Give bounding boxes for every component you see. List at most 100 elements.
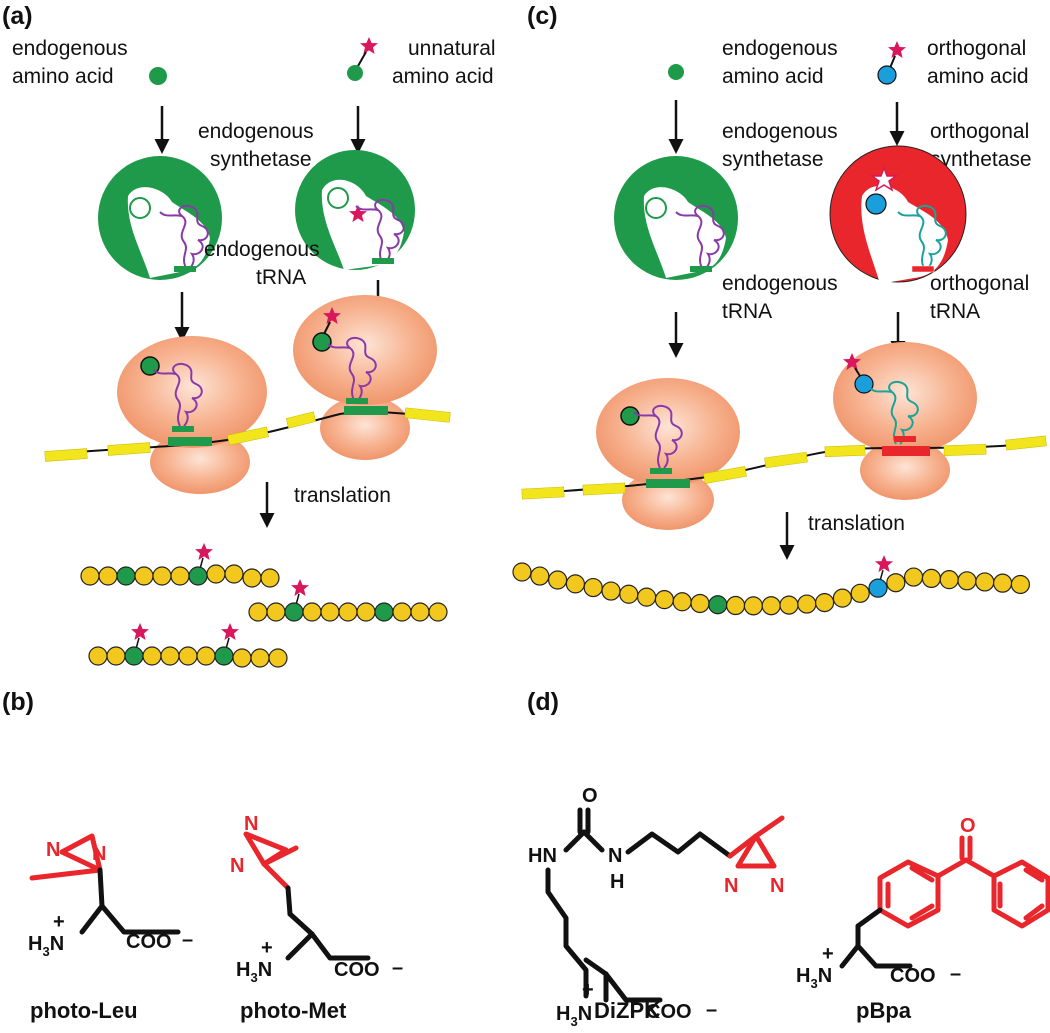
endogenous-trna-label-line1: endogenous bbox=[204, 238, 320, 261]
endogenous-trna-label-line2: tRNA bbox=[722, 300, 772, 323]
unnatural-amino-acid-label-line1: unnatural bbox=[408, 37, 496, 60]
amino-acid-bead bbox=[565, 574, 586, 594]
amino-acid-bead bbox=[302, 602, 322, 622]
unnatural-amino-acid-label-line2: amino acid bbox=[392, 65, 494, 88]
synthetase-icon bbox=[98, 156, 222, 280]
ammonium-label: H3N bbox=[556, 1003, 592, 1029]
amino-acid-bead bbox=[761, 596, 781, 616]
amino-acid-bead bbox=[392, 602, 412, 622]
amino-acid-bead bbox=[797, 594, 817, 614]
svg-text:COO: COO bbox=[334, 959, 380, 981]
amino-acid-bead bbox=[708, 595, 728, 615]
amino-acid-bead bbox=[886, 573, 906, 593]
amino-acid-bead bbox=[170, 566, 190, 586]
endogenous-amino-acid-label-line2: amino acid bbox=[12, 65, 114, 88]
amino-acid-bead bbox=[196, 646, 216, 666]
svg-text:COO: COO bbox=[890, 965, 936, 987]
panel-label-a: (a) bbox=[2, 2, 33, 30]
amino-acid-bead bbox=[939, 570, 959, 590]
svg-text:+: + bbox=[53, 911, 65, 933]
ammonium-label: H3N bbox=[28, 933, 64, 959]
amino-acid-bead bbox=[142, 646, 162, 666]
endogenous-synthetase-label-line2: synthetase bbox=[722, 148, 824, 171]
amino-acid-bead bbox=[672, 592, 692, 612]
amino-acid-bead bbox=[601, 581, 621, 601]
amino-acid-bead bbox=[160, 646, 180, 666]
orthogonal-synthetase-icon bbox=[829, 145, 967, 284]
amino-acid-bead bbox=[320, 602, 340, 622]
amino-acid-bead bbox=[224, 564, 244, 584]
svg-text:+: + bbox=[822, 943, 834, 965]
star-icon bbox=[875, 555, 893, 573]
amino-acid-bead bbox=[338, 602, 358, 622]
svg-text:–: – bbox=[706, 999, 717, 1021]
orthogonal-synthetase-label-line2: synthetase bbox=[930, 148, 1032, 171]
amino-acid-bead bbox=[903, 567, 924, 587]
svg-text:HN: HN bbox=[528, 845, 557, 867]
dizpk-name: DiZPK bbox=[594, 998, 660, 1023]
svg-text:COO: COO bbox=[646, 1001, 692, 1023]
panel-c: endogenous amino acid orthogonal amino a… bbox=[512, 37, 1047, 616]
svg-text:O: O bbox=[582, 785, 598, 807]
svg-text:–: – bbox=[182, 929, 193, 951]
ribosome-icon bbox=[293, 295, 437, 460]
dizpk-structure: O HN N H N N H3N + COO – bbox=[528, 785, 785, 1029]
synthetase-icon bbox=[295, 150, 415, 270]
panel-label-c: (c) bbox=[527, 2, 558, 30]
amino-acid-bead bbox=[992, 573, 1013, 593]
endogenous-amino-acid-ball bbox=[668, 64, 684, 80]
ribosome-icon bbox=[117, 336, 267, 494]
amino-acid-bead bbox=[779, 595, 799, 615]
svg-text:N: N bbox=[724, 875, 738, 897]
endogenous-amino-acid-label-line1: endogenous bbox=[722, 37, 838, 60]
amino-acid-bead bbox=[152, 566, 172, 586]
panel-a: endogenous amino acid unnatural amino ac… bbox=[12, 37, 496, 668]
panel-label-d: (d) bbox=[527, 688, 559, 716]
amino-acid-bead bbox=[266, 602, 286, 622]
svg-text:–: – bbox=[950, 963, 961, 985]
codon-green bbox=[344, 406, 388, 415]
star-icon bbox=[291, 579, 309, 596]
amino-acid-bead bbox=[547, 570, 568, 590]
photo-leu-name: photo-Leu bbox=[30, 998, 138, 1023]
amino-acid-bead bbox=[654, 590, 675, 610]
amino-acid-bead bbox=[232, 648, 252, 668]
star-icon bbox=[221, 623, 239, 640]
amino-acid-bead bbox=[80, 566, 100, 586]
orthogonal-synthetase-label-line1: orthogonal bbox=[930, 120, 1029, 143]
amino-acid-bead bbox=[206, 564, 226, 584]
codon-red bbox=[882, 446, 930, 456]
orthogonal-trna-label-line2: tRNA bbox=[930, 300, 980, 323]
amino-acid-bead bbox=[284, 602, 304, 622]
ammonium-label: H3N bbox=[236, 959, 272, 985]
amino-acid-bead bbox=[248, 602, 268, 622]
amino-acid-bead bbox=[690, 593, 710, 614]
mrna-codons bbox=[521, 435, 1047, 500]
amino-acid-bead bbox=[124, 646, 144, 666]
orthogonal-amino-acid-ball bbox=[877, 65, 897, 85]
svg-text:+: + bbox=[261, 937, 273, 959]
orthogonal-amino-acid-label-line2: amino acid bbox=[927, 65, 1029, 88]
ammonium-label: H3N bbox=[796, 965, 832, 991]
amino-acid-bead bbox=[957, 571, 977, 591]
amino-acid-bead bbox=[134, 566, 154, 586]
orthogonal-amino-acid-label-line1: orthogonal bbox=[927, 37, 1026, 60]
synthetase-icon bbox=[614, 156, 738, 280]
amino-acid-bead bbox=[188, 566, 208, 586]
pbpa-structure: O H3N + COO – bbox=[796, 815, 1050, 991]
endogenous-trna-label-line1: endogenous bbox=[722, 272, 838, 295]
endogenous-synthetase-label-line1: endogenous bbox=[722, 120, 838, 143]
amino-acid-bead bbox=[214, 646, 234, 666]
amino-acid-bead bbox=[1010, 574, 1031, 595]
amino-acid-bead bbox=[921, 568, 942, 589]
unnatural-amino-acid-ball bbox=[347, 65, 363, 81]
translation-label: translation bbox=[808, 512, 905, 535]
svg-text:N: N bbox=[770, 875, 784, 897]
orthogonal-trna-label-line1: orthogonal bbox=[930, 272, 1029, 295]
pbpa-name: pBpa bbox=[856, 998, 912, 1023]
endogenous-amino-acid-label-line1: endogenous bbox=[12, 37, 128, 60]
svg-text:N: N bbox=[92, 843, 106, 865]
amino-acid-bead bbox=[260, 568, 280, 588]
svg-text:N: N bbox=[230, 855, 244, 877]
